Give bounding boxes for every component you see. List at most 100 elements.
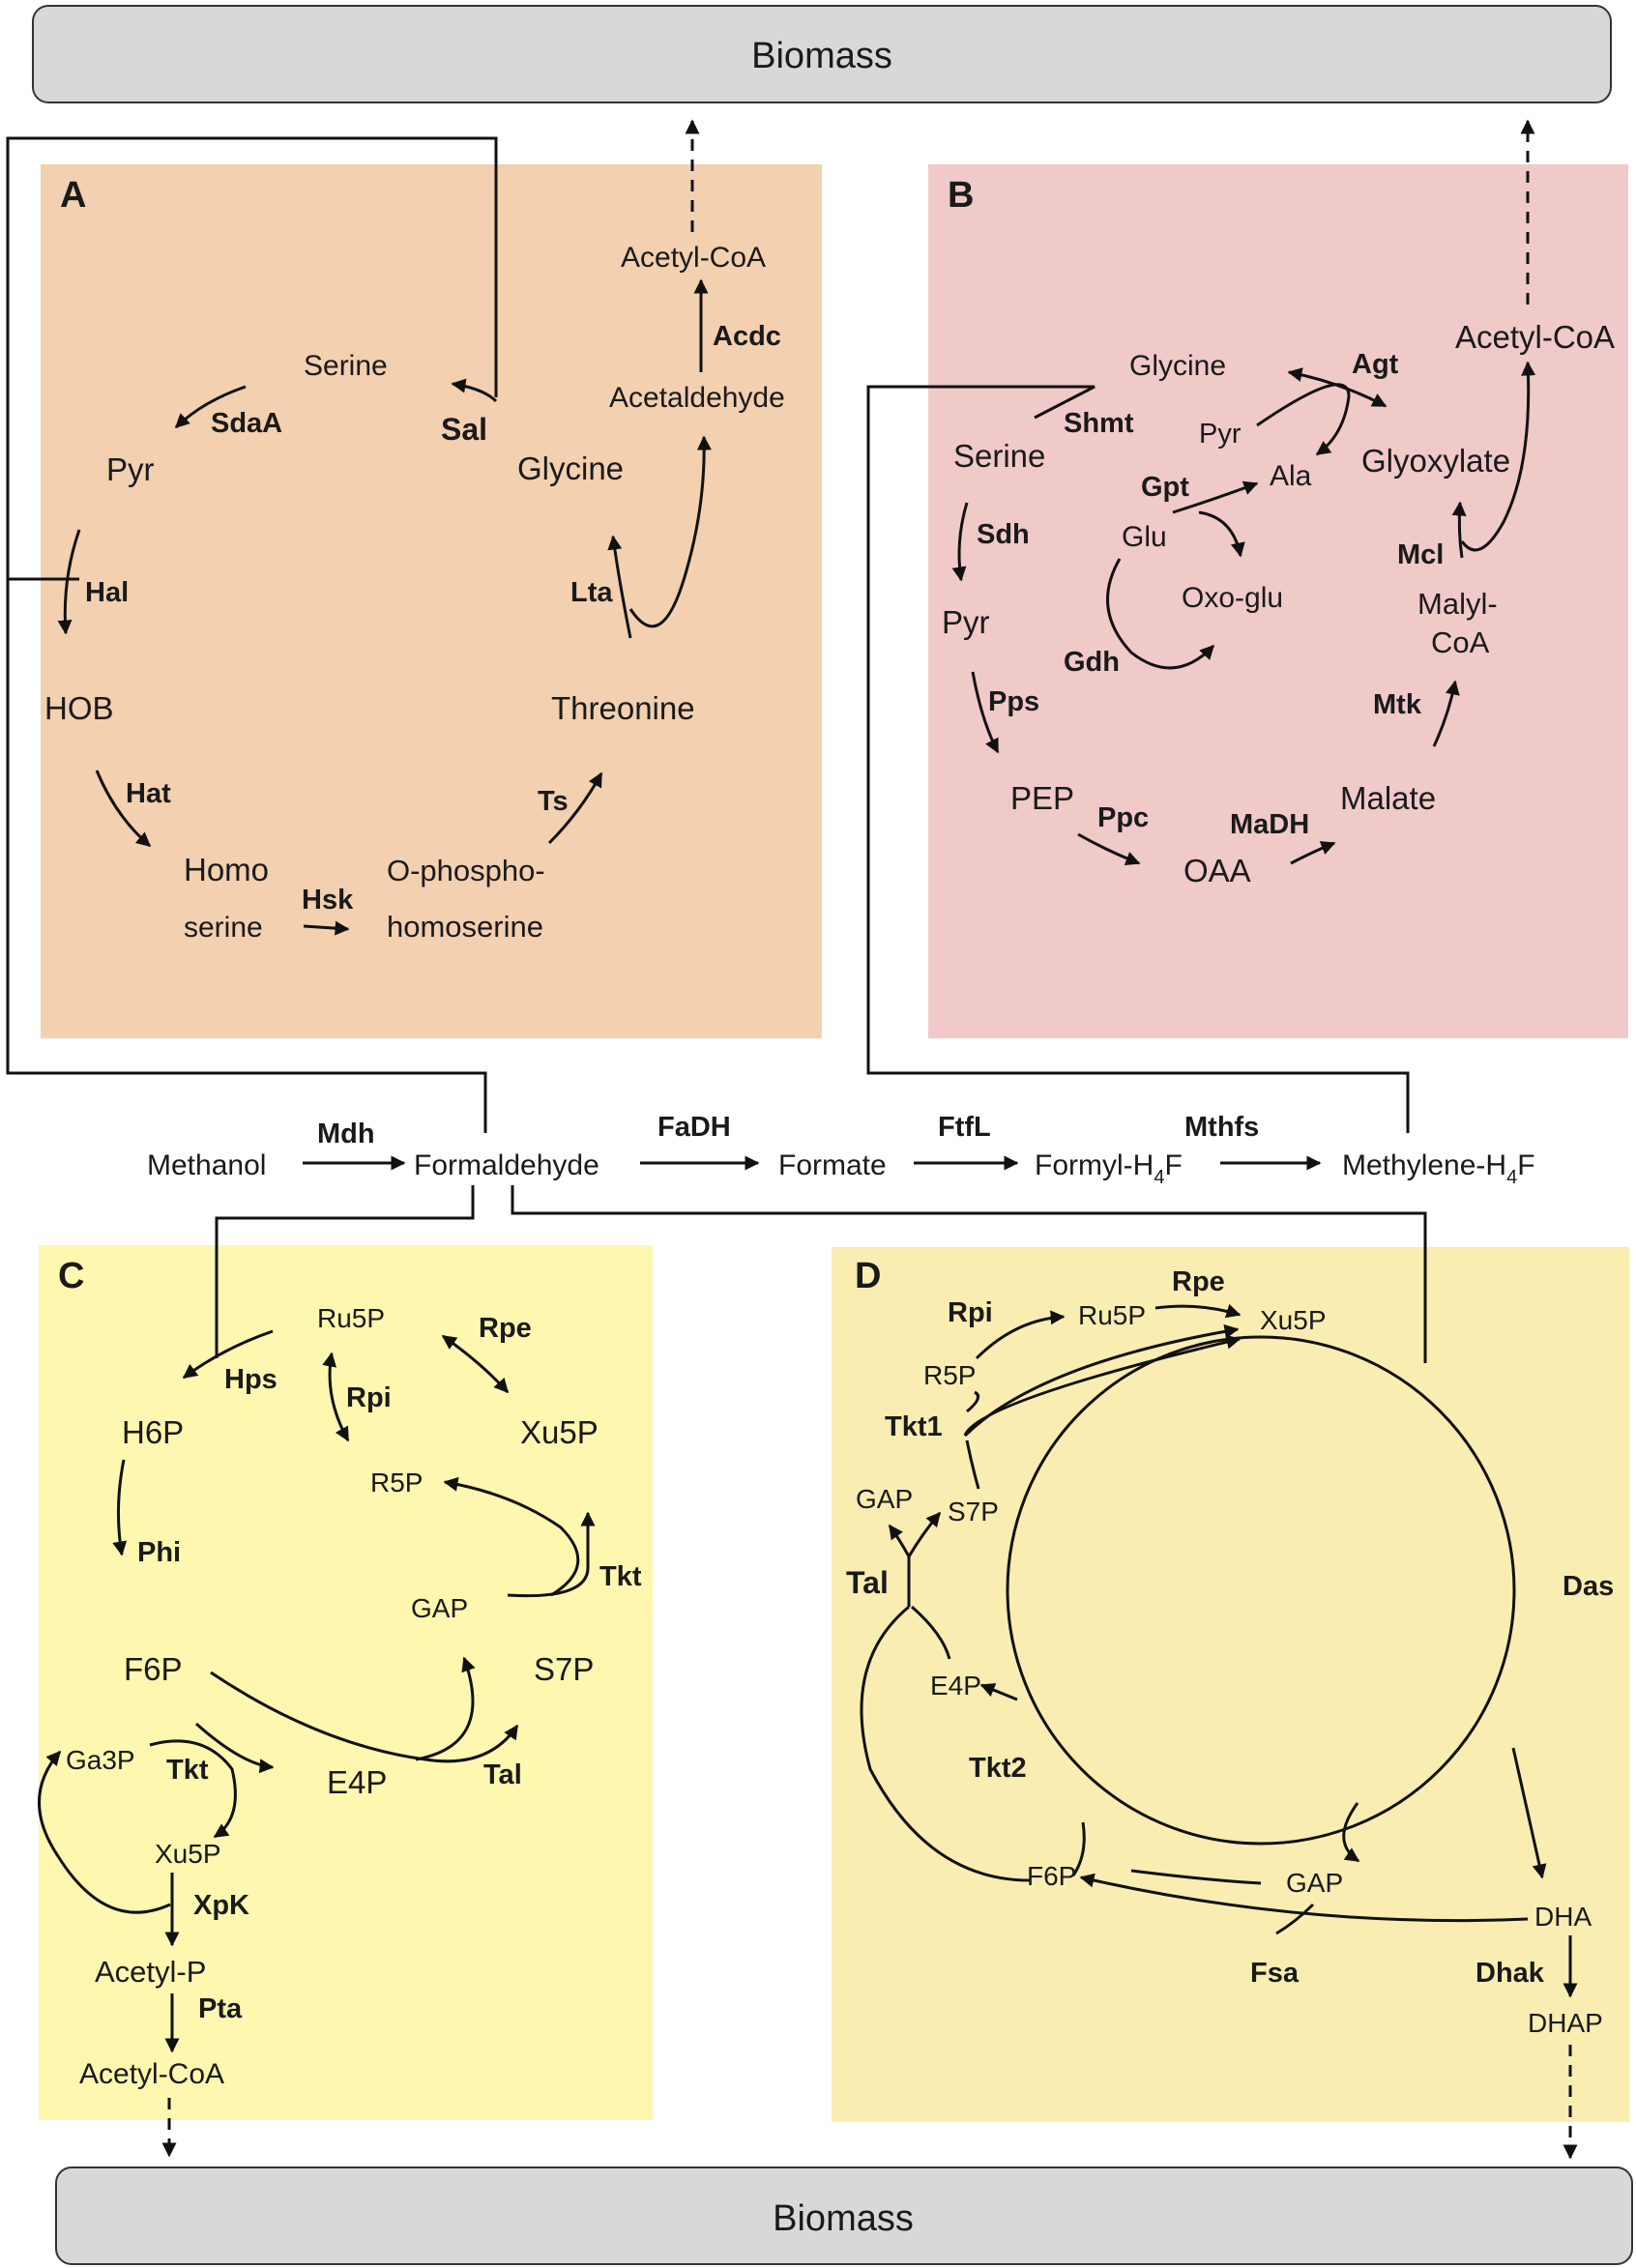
gdh-label: Gdh bbox=[1064, 647, 1120, 678]
ga3p-label: Ga3P bbox=[66, 1745, 135, 1775]
ts-arrow bbox=[547, 771, 603, 845]
tkt1-from-s7p bbox=[965, 1439, 980, 1490]
h6p-label: H6P bbox=[122, 1414, 184, 1450]
panel-c-xu5p-small-label: Xu5P bbox=[155, 1839, 221, 1869]
xpk-ga3p-loop-arrow bbox=[38, 1750, 171, 1914]
madh-label: MaDH bbox=[1230, 809, 1309, 840]
panel-d-letter: D bbox=[855, 1256, 881, 1296]
panel-d-f6p-label: F6P bbox=[1027, 1861, 1076, 1891]
dhap-label: DHAP bbox=[1528, 2008, 1603, 2038]
tal-from-e4p bbox=[911, 1605, 951, 1660]
o-phosphohomoserine-label: homoserine bbox=[387, 910, 543, 944]
connector-b-loop bbox=[866, 385, 1410, 1133]
xpk-label: XpK bbox=[193, 1890, 249, 1921]
malyl-label: Malyl- bbox=[1417, 587, 1498, 621]
biomass-bottom-box bbox=[55, 2166, 1633, 2265]
das-label: Das bbox=[1563, 1571, 1614, 1602]
lta-arrow bbox=[607, 535, 632, 639]
panel-b-pyr-small-label: Pyr bbox=[1199, 419, 1242, 450]
panel-d-s7p-label: S7P bbox=[948, 1497, 999, 1527]
panel-d-gap-label: GAP bbox=[1286, 1868, 1343, 1898]
panel-c-s7p-label: S7P bbox=[534, 1651, 594, 1687]
panel-b-background bbox=[928, 164, 1628, 1038]
homo-label: Homo bbox=[184, 852, 269, 887]
madh-arrow bbox=[1290, 841, 1336, 865]
panel-c-tkt-label: Tkt bbox=[599, 1561, 642, 1592]
connector-a-loop bbox=[6, 136, 498, 1133]
mcl-to-acetylcoa-arrow bbox=[1460, 361, 1536, 552]
hps-arrow bbox=[182, 1329, 274, 1380]
ppc-arrow bbox=[1077, 832, 1141, 866]
o-phospho-label: O-phospho- bbox=[387, 854, 545, 887]
gdh-arrow bbox=[1106, 558, 1215, 670]
dhak-label: Dhak bbox=[1475, 1958, 1545, 1989]
f6p-label: F6P bbox=[124, 1651, 183, 1687]
connector-c-hps bbox=[215, 1185, 475, 1358]
panel-d-tal-gap-arrow bbox=[888, 1524, 911, 1557]
panel-c-rpi-label: Rpi bbox=[346, 1382, 392, 1413]
gpt-label: Gpt bbox=[1141, 472, 1189, 503]
pta-label: Pta bbox=[198, 1993, 243, 2024]
hsk-label: Hsk bbox=[302, 885, 354, 916]
panel-d-tal-s7p-arrow bbox=[907, 1511, 942, 1557]
threonine-label: Threonine bbox=[551, 690, 695, 726]
methanol-label: Methanol bbox=[147, 1149, 266, 1181]
shmt-label: Shmt bbox=[1064, 408, 1134, 439]
panel-c-r5p-label: R5P bbox=[370, 1468, 423, 1497]
panel-d-ru5p-label: Ru5P bbox=[1078, 1300, 1146, 1330]
fsa-label: Fsa bbox=[1250, 1958, 1300, 1989]
panel-a-pyr-label: Pyr bbox=[106, 451, 155, 487]
sdaa-arrow bbox=[174, 385, 247, 429]
hsk-arrow bbox=[303, 920, 350, 936]
panel-c-tkt-xu5p-arrow bbox=[507, 1511, 596, 1598]
hat-arrow bbox=[95, 770, 152, 848]
pps-arrow bbox=[971, 671, 1000, 754]
hal-arrow bbox=[57, 529, 81, 635]
panel-c-tal-label: Tal bbox=[483, 1759, 522, 1790]
methylene-h4f-label: Methylene-H4F bbox=[1342, 1149, 1535, 1188]
panel-d-rpe-arrow bbox=[1154, 1303, 1242, 1319]
mcl-label: Mcl bbox=[1397, 539, 1444, 570]
panel-c-xu5p-label: Xu5P bbox=[520, 1414, 599, 1450]
formyl-h4f-label: Formyl-H4F bbox=[1035, 1149, 1183, 1188]
acdc-label: Acdc bbox=[713, 321, 781, 352]
gap-circle-link bbox=[1130, 1869, 1262, 1885]
panel-c-tkt2-ga3p-arrow bbox=[149, 1739, 237, 1839]
gpt-glu-arrow bbox=[1198, 510, 1245, 558]
panel-c-letter: C bbox=[58, 1256, 84, 1296]
panel-d-rpi-label: Rpi bbox=[948, 1297, 993, 1328]
hal-label: Hal bbox=[85, 577, 129, 608]
hob-label: HOB bbox=[44, 690, 114, 726]
tkt1-label: Tkt1 bbox=[885, 1411, 943, 1442]
panel-c-e4p-label: E4P bbox=[327, 1764, 387, 1800]
panel-d-xu5p-label: Xu5P bbox=[1260, 1305, 1327, 1335]
tkt2-label: Tkt2 bbox=[969, 1753, 1027, 1784]
gpt-arrow bbox=[1172, 480, 1259, 514]
coa-label: CoA bbox=[1431, 625, 1490, 659]
panel-c-tkt2-arrow bbox=[195, 1722, 275, 1774]
panel-c-ru5p-label: Ru5P bbox=[317, 1303, 385, 1333]
tkt2-arrow bbox=[979, 1683, 1018, 1701]
agt-pyr-ala-arrow bbox=[1256, 383, 1351, 456]
formaldehyde-label: Formaldehyde bbox=[414, 1149, 599, 1181]
pps-label: Pps bbox=[988, 686, 1039, 717]
acetyl-p-label: Acetyl-P bbox=[95, 1955, 206, 1989]
oxoglu-label: Oxo-glu bbox=[1182, 582, 1283, 614]
panel-b-letter: B bbox=[948, 175, 974, 216]
glyoxylate-label: Glyoxylate bbox=[1361, 443, 1510, 479]
das-cycle-circle bbox=[1006, 1335, 1516, 1846]
biomass-bottom-label: Biomass bbox=[773, 2198, 914, 2239]
pep-label: PEP bbox=[1010, 780, 1074, 816]
ppc-label: Ppc bbox=[1097, 802, 1149, 833]
sdaa-label: SdaA bbox=[211, 408, 282, 439]
das-to-gap-arrow bbox=[1342, 1802, 1360, 1863]
panel-d-gap-top-label: GAP bbox=[856, 1484, 913, 1514]
panel-d-e4p-label: E4P bbox=[930, 1671, 981, 1701]
phi-label: Phi bbox=[137, 1537, 181, 1568]
panel-c-gap-label: GAP bbox=[411, 1593, 468, 1623]
ala-label: Ala bbox=[1270, 460, 1312, 492]
sdh-arrow bbox=[951, 502, 969, 582]
fadh-label: FaDH bbox=[657, 1112, 731, 1143]
agt-label: Agt bbox=[1352, 349, 1399, 380]
